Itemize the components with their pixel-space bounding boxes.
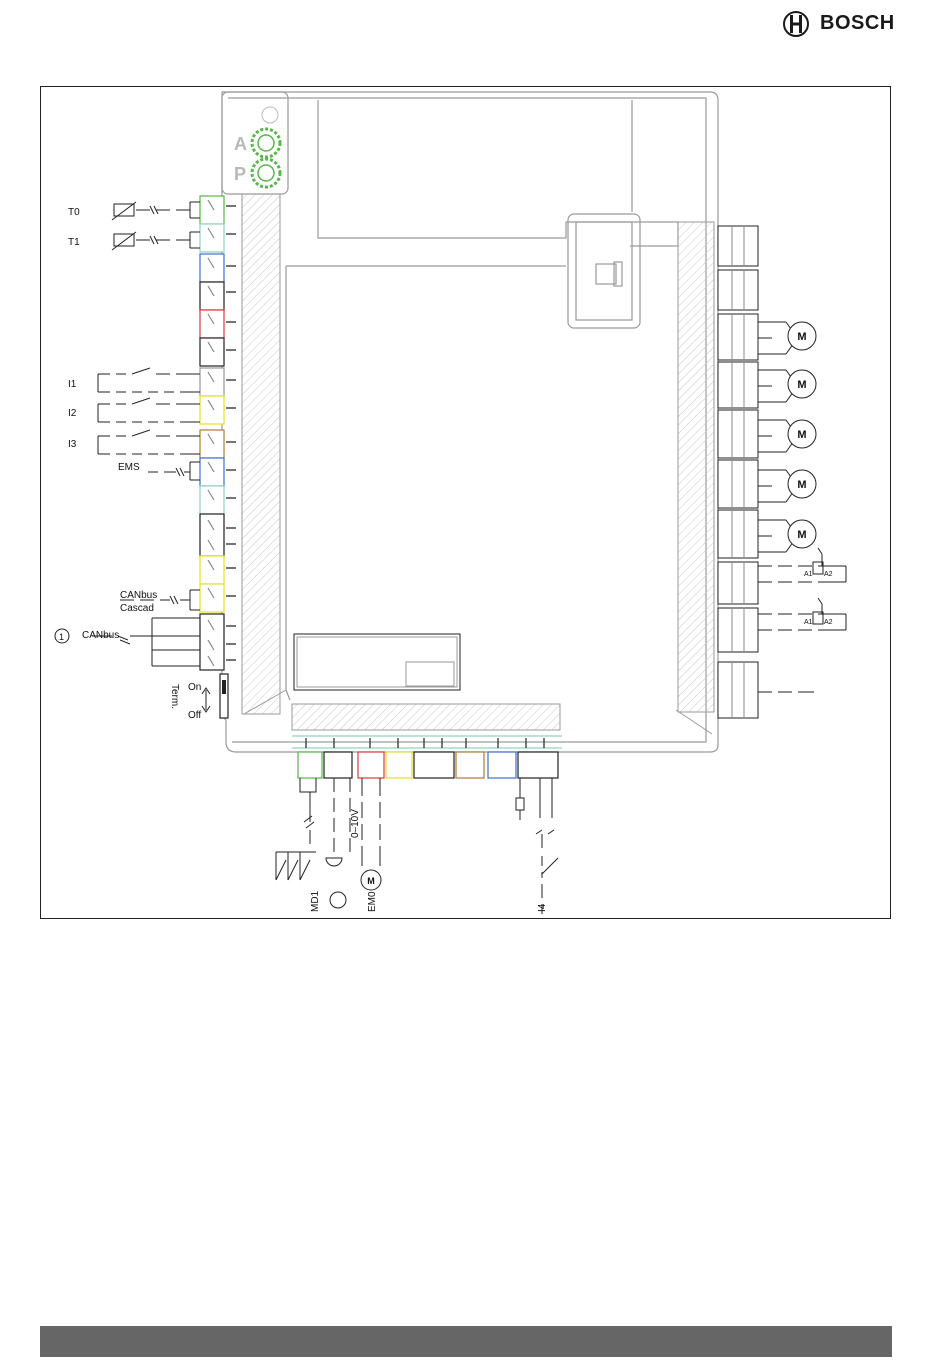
- label-term-off: Off: [188, 710, 201, 721]
- module-housing: [222, 92, 718, 752]
- label-term: Term.: [169, 684, 180, 709]
- left-wiring: [55, 202, 210, 712]
- dial-label-p: P: [234, 164, 246, 184]
- motor-label: M: [797, 379, 806, 391]
- em0-motor-label: M: [367, 876, 375, 886]
- label-t0: T0: [68, 207, 80, 218]
- label-canbus-cascade-1: CANbus: [120, 590, 157, 601]
- motor-label: M: [797, 331, 806, 343]
- fuse-holder: [568, 214, 640, 328]
- coding-switches: A P: [234, 107, 280, 187]
- footer-bar: [40, 1326, 892, 1357]
- motor-label: M: [797, 529, 806, 541]
- motor-symbols: M M M M M A1 A2 A1 A2: [788, 322, 833, 626]
- label-md1: MD1: [310, 890, 321, 912]
- label-i3: I3: [68, 439, 77, 450]
- left-labels: T0 T1 I1 I2 I3 EMS CANbus Cascad 1 CANbu…: [59, 207, 201, 721]
- label-i1: I1: [68, 379, 77, 390]
- relay-a1-label: A1: [804, 619, 813, 626]
- label-canbus-cascade-2: Cascad: [120, 603, 154, 614]
- label-i4: I4: [537, 903, 548, 912]
- housing-rails: [242, 194, 714, 734]
- right-terminal-strip: [718, 226, 758, 718]
- label-ems: EMS: [118, 462, 140, 473]
- display-window: [294, 634, 460, 690]
- motor-label: M: [797, 429, 806, 441]
- dial-label-a: A: [234, 134, 247, 154]
- relay-a2-label: A2: [824, 619, 833, 626]
- callout-marker-1: 1: [59, 632, 64, 642]
- label-t1: T1: [68, 237, 80, 248]
- label-signal: 0–10V: [350, 809, 361, 838]
- label-i2: I2: [68, 408, 77, 419]
- label-em0: EM0: [367, 891, 378, 912]
- label-term-on: On: [188, 682, 201, 693]
- relay-a1-label: A1: [804, 571, 813, 578]
- relay-a2-label: A2: [824, 571, 833, 578]
- left-terminal-strip: [200, 196, 236, 718]
- label-canbus: CANbus: [82, 630, 119, 641]
- motor-label: M: [797, 479, 806, 491]
